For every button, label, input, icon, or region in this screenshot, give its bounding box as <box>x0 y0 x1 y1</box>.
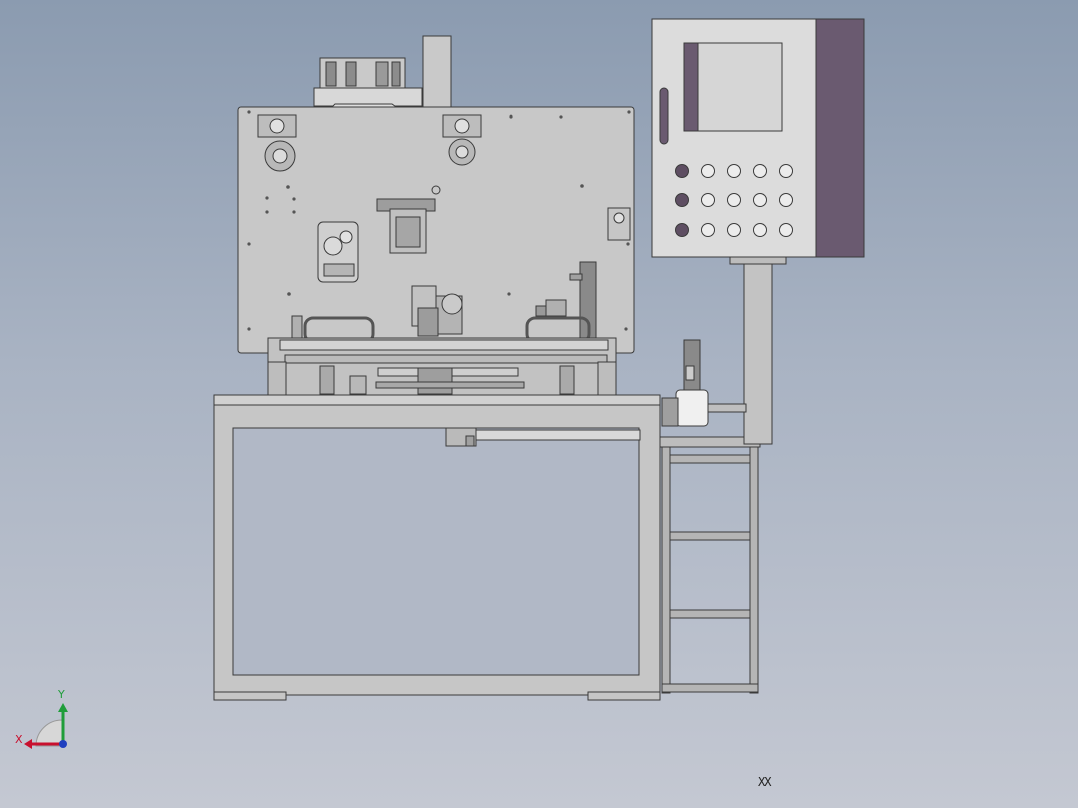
pendant-buttons <box>675 164 793 237</box>
view-orientation-label: XX <box>758 775 771 789</box>
panel-fixtures <box>257 114 631 344</box>
triad-y-label: Y <box>58 688 65 701</box>
triad-x-label: X <box>15 733 23 746</box>
table-frame <box>213 394 661 701</box>
clamp-tower <box>661 339 709 427</box>
side-stand <box>659 255 787 694</box>
control-pendant <box>651 18 865 258</box>
slide-rail-assembly <box>267 337 617 397</box>
orientation-triad <box>24 703 68 749</box>
panel-holes <box>247 110 631 331</box>
